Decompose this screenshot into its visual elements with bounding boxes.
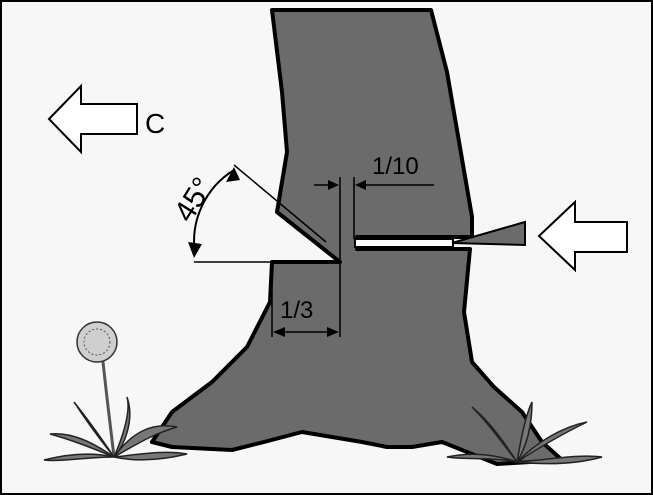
dim-arrow-right-head (355, 180, 366, 190)
dim-arrow-left-head (328, 180, 339, 190)
angle-arc (193, 169, 235, 255)
notch-depth-arrow-left-head (273, 327, 285, 337)
back-cut (354, 238, 454, 248)
angle-label: 45° (168, 172, 220, 228)
left-arrow-icon (47, 83, 138, 155)
dandelion-icon (43, 321, 188, 462)
back-cut-ratio-label: 1/10 (372, 153, 419, 180)
right-arrow-icon (537, 199, 628, 273)
weed-icon (446, 401, 603, 465)
angle-arrow-bottom (188, 242, 202, 258)
notch-depth-arrow-right-head (327, 327, 339, 337)
direction-label: C (145, 108, 165, 139)
notch-top-extension (233, 164, 327, 243)
angle-arrow-top (226, 167, 240, 182)
notch-depth-ratio-label: 1/3 (280, 297, 313, 324)
wedge-icon (451, 220, 526, 247)
